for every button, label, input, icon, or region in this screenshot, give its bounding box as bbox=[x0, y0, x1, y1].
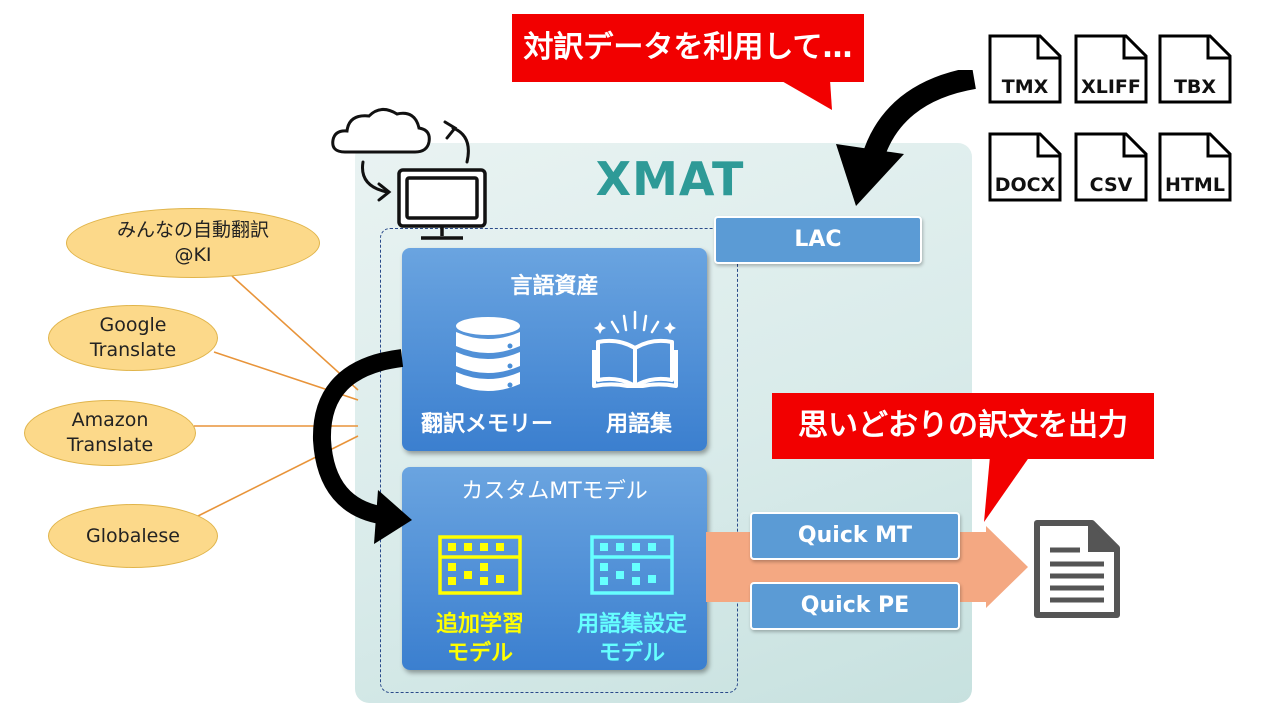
custom-mt-title: カスタムMTモデル bbox=[461, 479, 648, 504]
platform-title: XMAT bbox=[595, 152, 745, 206]
file-icon: CSV bbox=[1074, 132, 1148, 202]
file-icon: XLIFF bbox=[1074, 34, 1148, 104]
callout-right-tail bbox=[984, 456, 1030, 522]
file-type-grid: TMX XLIFF TBX DOCX CSV HTML bbox=[988, 34, 1248, 206]
file-type-label: XLIFF bbox=[1081, 76, 1141, 98]
sync-arrow-icon bbox=[361, 120, 470, 202]
large-black-arrow-icon bbox=[836, 70, 977, 206]
custom-mt-panel: カスタムMTモデル 追加学習 モデル 用語集設定 モデル bbox=[402, 467, 707, 670]
file-type-label: TMX bbox=[1001, 76, 1049, 98]
engine-minnano-label: みんなの自動翻訳 @KI bbox=[116, 219, 269, 266]
engine-amazon-label: Amazon Translate bbox=[66, 409, 154, 456]
dashed-group-border bbox=[380, 228, 738, 693]
file-icon: TMX bbox=[988, 34, 1062, 104]
engine-minnano: みんなの自動翻訳 @KI bbox=[66, 208, 320, 278]
file-type-label: DOCX bbox=[994, 174, 1056, 196]
abacus-icon bbox=[590, 535, 674, 595]
file-type-label: HTML bbox=[1165, 174, 1225, 196]
cloud-icon bbox=[331, 108, 431, 154]
engine-globalese: Globalese bbox=[48, 504, 218, 568]
additional-training-model-label: 追加学習 モデル bbox=[435, 612, 524, 666]
callout-top-tail bbox=[780, 80, 832, 110]
open-book-icon bbox=[592, 310, 678, 388]
cloud-sync-icon-group bbox=[331, 108, 487, 240]
glossary-label: 用語集 bbox=[605, 412, 672, 437]
engine-amazon: Amazon Translate bbox=[24, 400, 196, 466]
monitor-icon bbox=[397, 168, 487, 240]
engine-globalese-label: Globalese bbox=[86, 524, 180, 547]
lac-bar[interactable]: LAC bbox=[714, 216, 922, 264]
file-icon: HTML bbox=[1158, 132, 1232, 202]
callout-right: 思いどおりの訳文を出力 bbox=[772, 393, 1154, 459]
quick-mt-button[interactable]: Quick MT bbox=[750, 512, 960, 560]
callout-top: 対訳データを利用して… bbox=[512, 14, 864, 82]
language-assets-panel: 言語資産 翻訳メモリー 用語集 bbox=[402, 248, 707, 451]
database-icon bbox=[456, 317, 520, 391]
file-icon: DOCX bbox=[988, 132, 1062, 202]
file-type-label: CSV bbox=[1089, 174, 1133, 196]
quick-pe-button[interactable]: Quick PE bbox=[750, 582, 960, 630]
abacus-icon bbox=[438, 535, 522, 595]
file-icon: TBX bbox=[1158, 34, 1232, 104]
engine-google: Google Translate bbox=[48, 305, 218, 371]
translation-memory-label: 翻訳メモリー bbox=[420, 412, 553, 437]
file-type-label: TBX bbox=[1173, 76, 1217, 98]
glossary-model-label: 用語集設定 モデル bbox=[576, 612, 687, 666]
document-icon bbox=[1034, 520, 1120, 618]
curved-arrow-icon bbox=[312, 349, 412, 544]
language-assets-title: 言語資産 bbox=[510, 274, 599, 299]
engine-google-label: Google Translate bbox=[89, 314, 177, 361]
